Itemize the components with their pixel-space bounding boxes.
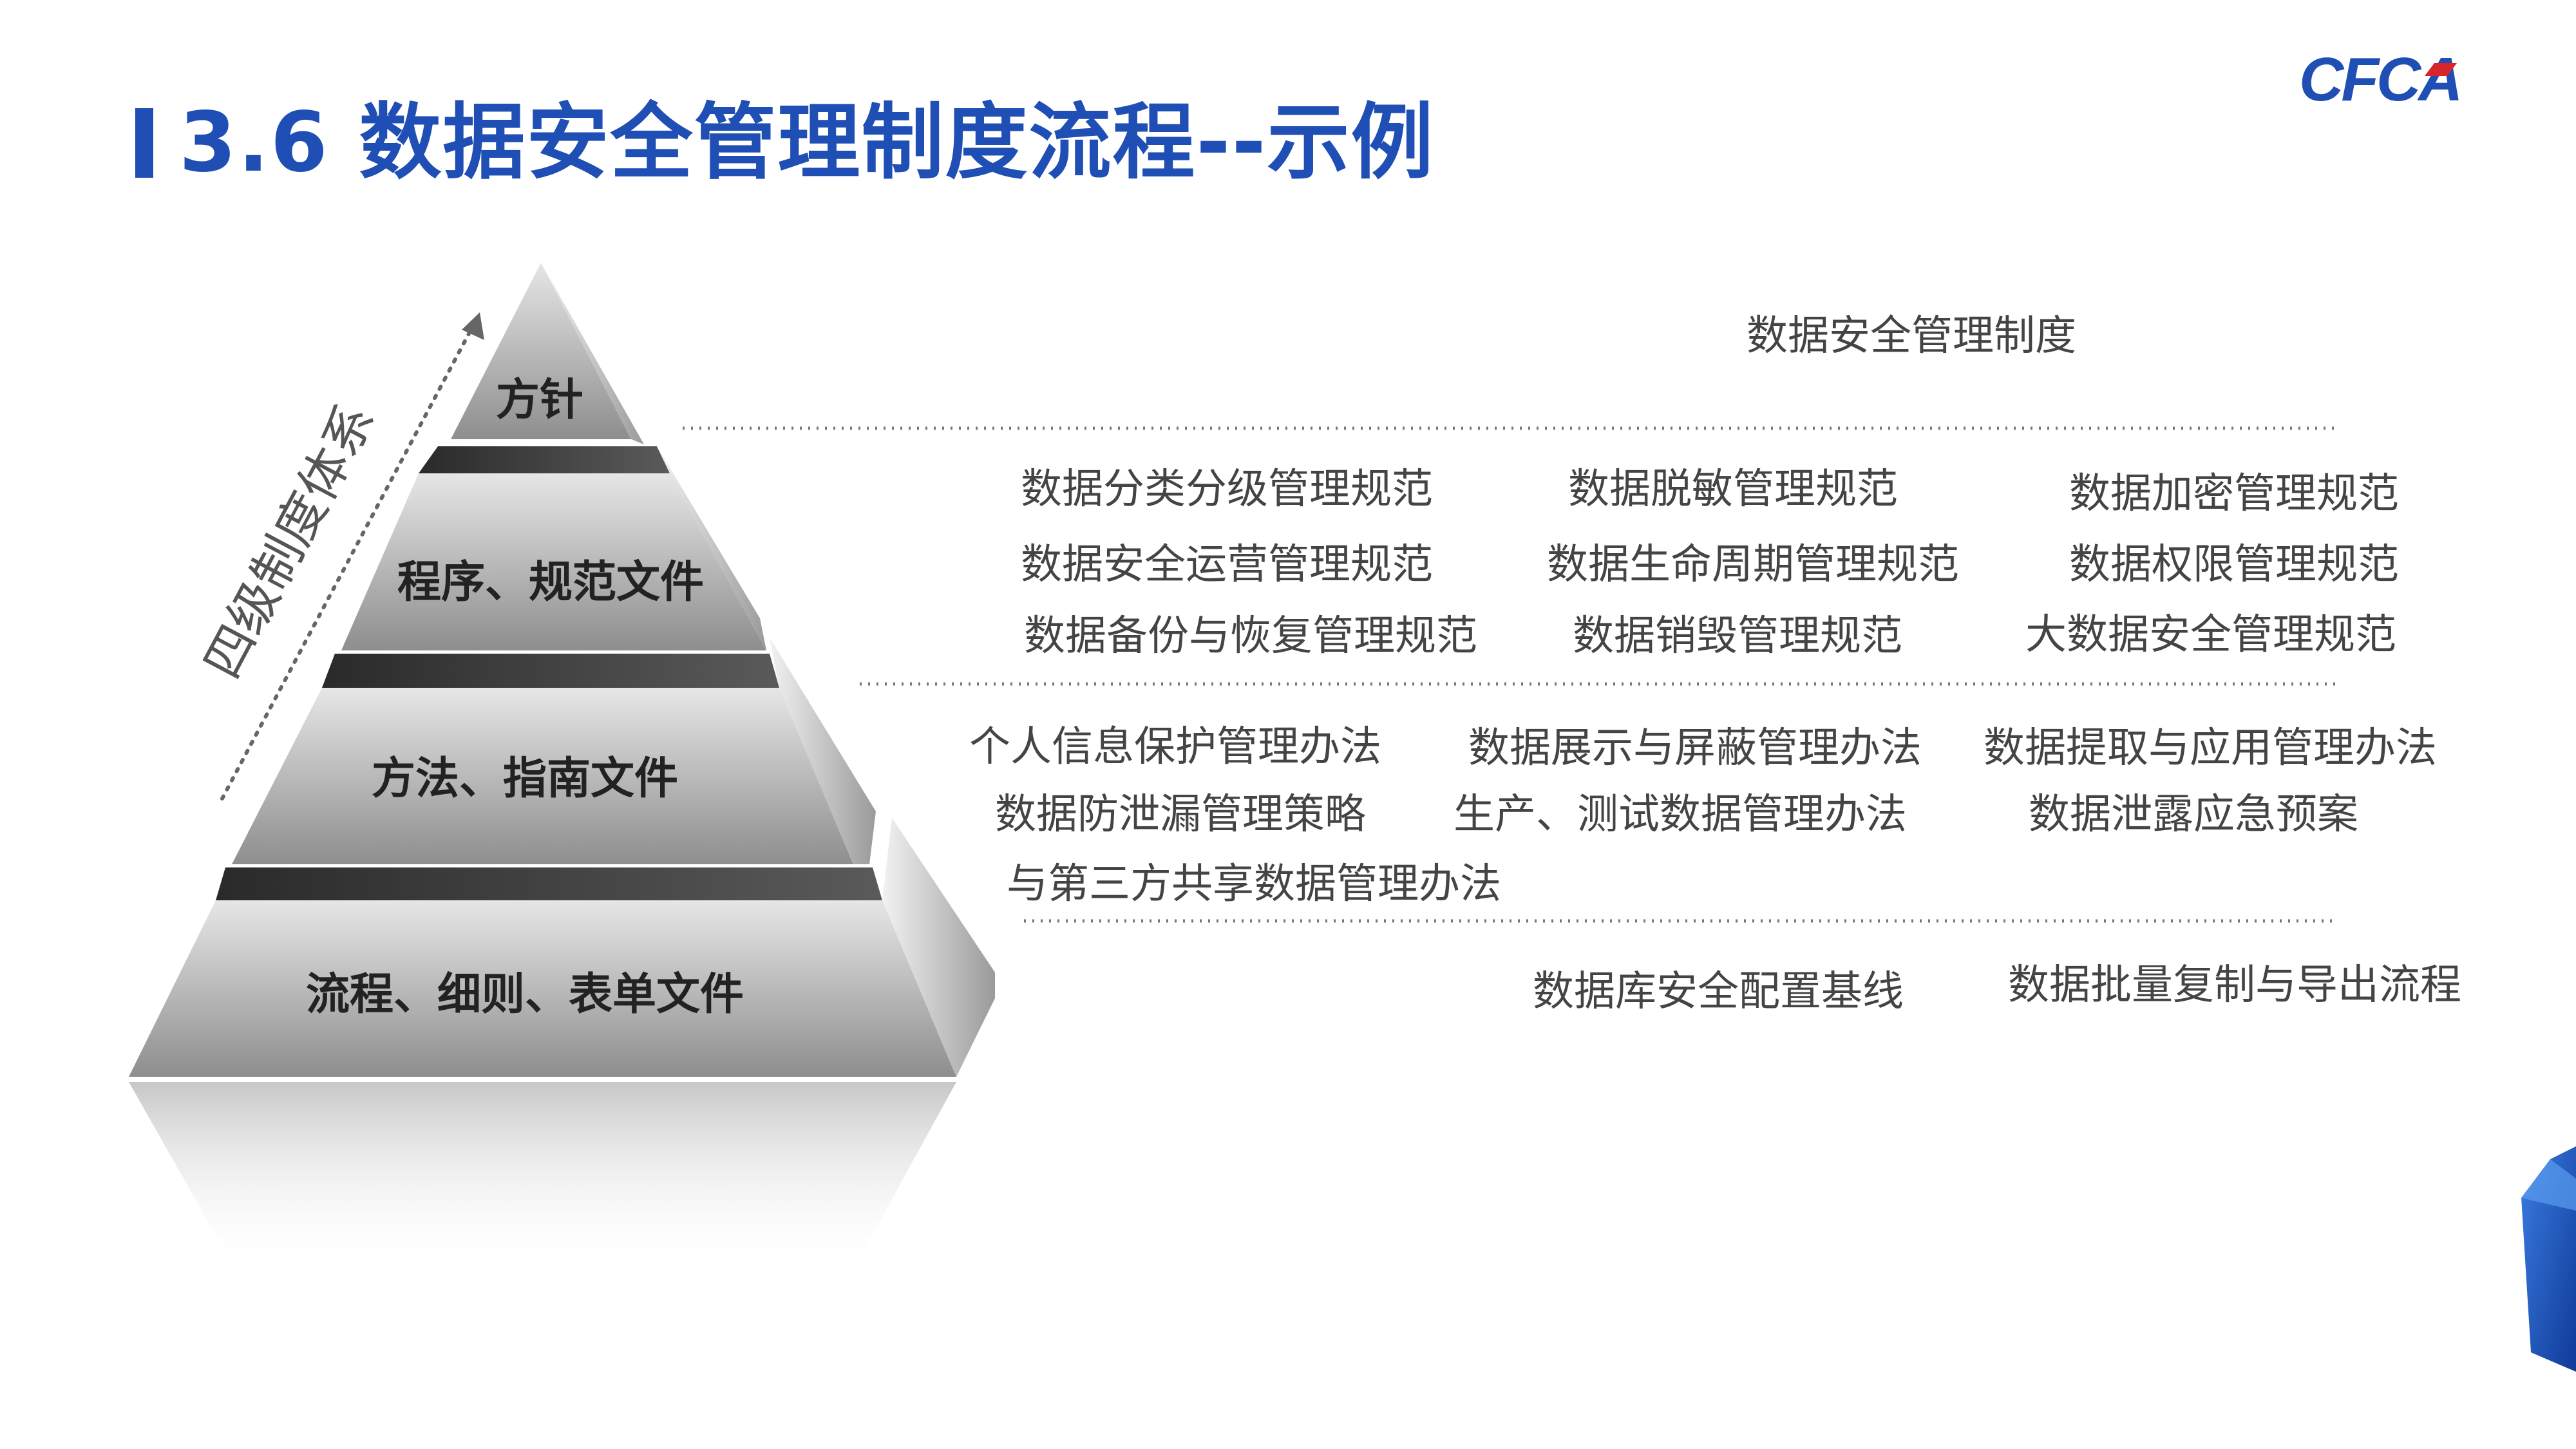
pyramid-level-2 <box>341 473 766 650</box>
doc-item: 数据安全管理制度 <box>1747 312 2076 360</box>
doc-item: 数据泄露应急预案 <box>2029 791 2358 838</box>
doc-item: 生产、测试数据管理办法 <box>1454 791 1907 838</box>
doc-item: 数据安全运营管理规范 <box>1021 541 1433 589</box>
doc-item: 数据库安全配置基线 <box>1533 968 1904 1016</box>
level-label-policy: 方针 <box>495 375 584 426</box>
page-title: 3.6 数据安全管理制度流程--示例 <box>179 95 1435 191</box>
doc-item: 大数据安全管理规范 <box>2025 611 2396 659</box>
doc-item: 数据分类分级管理规范 <box>1021 466 1433 513</box>
doc-item: 数据备份与恢复管理规范 <box>1024 612 1477 660</box>
doc-item: 数据防泄漏管理策略 <box>995 791 1366 838</box>
pyramid-level-1 <box>451 263 631 439</box>
doc-item: 个人信息保护管理办法 <box>969 723 1381 771</box>
level-arrow <box>220 323 475 800</box>
corner-cube-decoration <box>2521 1146 2576 1372</box>
level-label-processes: 流程、细则、表单文件 <box>305 969 744 1020</box>
svg-text:CFCA: CFCA <box>2299 45 2461 114</box>
doc-item: 与第三方共享数据管理办法 <box>1007 860 1501 908</box>
pyramid-level-3 <box>232 688 853 864</box>
level-label-methods: 方法、指南文件 <box>371 753 679 804</box>
doc-item: 数据权限管理规范 <box>2069 541 2399 589</box>
doc-item: 数据加密管理规范 <box>2069 470 2399 518</box>
doc-item: 数据生命周期管理规范 <box>1547 541 1959 589</box>
pyramid-reflection <box>129 1082 956 1275</box>
doc-item: 数据脱敏管理规范 <box>1568 466 1898 513</box>
level-label-procedures: 程序、规范文件 <box>397 557 705 608</box>
cfca-logo: CFCA <box>2299 45 2463 114</box>
doc-item: 数据提取与应用管理办法 <box>1984 724 2437 772</box>
doc-item: 数据批量复制与导出流程 <box>2008 961 2461 1009</box>
doc-item: 数据销毁管理规范 <box>1573 612 1902 660</box>
arrow-head-icon <box>462 312 484 340</box>
doc-item: 数据展示与屏蔽管理办法 <box>1468 724 1922 772</box>
title-accent-bar <box>135 108 153 178</box>
pyramid-level-4 <box>129 900 956 1077</box>
